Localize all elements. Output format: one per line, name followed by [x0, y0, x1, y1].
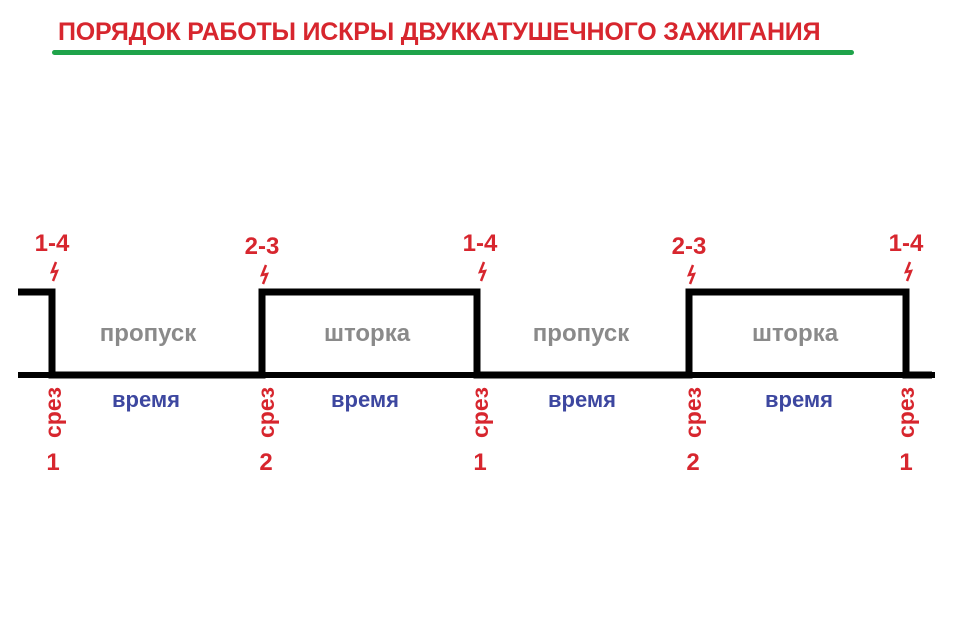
spark-marker: 2-3	[245, 233, 280, 285]
cut-number: 2	[686, 449, 699, 476]
cut-word: срез	[253, 387, 279, 438]
cut-labels: срез 1 срез 2 срез 1 срез 2 срез 1	[40, 387, 919, 476]
zone-label-shutter: шторка	[324, 320, 411, 347]
spark-marker: 1-4	[35, 230, 70, 282]
cut-marker: срез 1	[467, 387, 493, 476]
cut-marker: срез 1	[40, 387, 66, 476]
diagram-title: ПОРЯДОК РАБОТЫ ИСКРЫ ДВУККАТУШЕЧНОГО ЗАЖ…	[58, 18, 821, 46]
cut-word: срез	[467, 387, 493, 438]
cut-word: срез	[40, 387, 66, 438]
spark-marker: 2-3	[672, 233, 707, 285]
spark-icon	[49, 261, 60, 282]
spark-marker: 1-4	[463, 230, 498, 282]
time-label: время	[331, 387, 399, 412]
zone-labels: пропуск шторка пропуск шторка	[100, 320, 839, 347]
zone-label-shutter: шторка	[752, 320, 839, 347]
title-underline	[52, 50, 854, 55]
spark-icon	[903, 261, 914, 282]
cut-word: срез	[680, 387, 706, 438]
spark-icon	[477, 261, 488, 282]
spark-cylinder-label: 2-3	[672, 233, 707, 260]
cut-marker: срез 1	[893, 387, 919, 476]
spark-cylinder-label: 2-3	[245, 233, 280, 260]
time-labels: время время время время	[112, 387, 833, 412]
cut-number: 2	[259, 449, 272, 476]
time-label: время	[112, 387, 180, 412]
spark-cylinder-label: 1-4	[889, 230, 924, 257]
cut-number: 1	[46, 449, 59, 476]
zone-label-gap: пропуск	[100, 320, 197, 347]
spark-icon	[686, 264, 697, 285]
cut-number: 1	[899, 449, 912, 476]
spark-markers: 1-4 2-3 1-4 2-3 1-4	[35, 230, 924, 285]
zone-label-gap: пропуск	[533, 320, 630, 347]
spark-marker: 1-4	[889, 230, 924, 282]
spark-cylinder-label: 1-4	[463, 230, 498, 257]
waveform-signal	[18, 288, 932, 379]
time-label: время	[765, 387, 833, 412]
cut-number: 1	[473, 449, 486, 476]
cut-marker: срез 2	[680, 387, 706, 476]
cut-word: срез	[893, 387, 919, 438]
cut-marker: срез 2	[253, 387, 279, 476]
spark-cylinder-label: 1-4	[35, 230, 70, 257]
time-label: время	[548, 387, 616, 412]
spark-icon	[259, 264, 270, 285]
